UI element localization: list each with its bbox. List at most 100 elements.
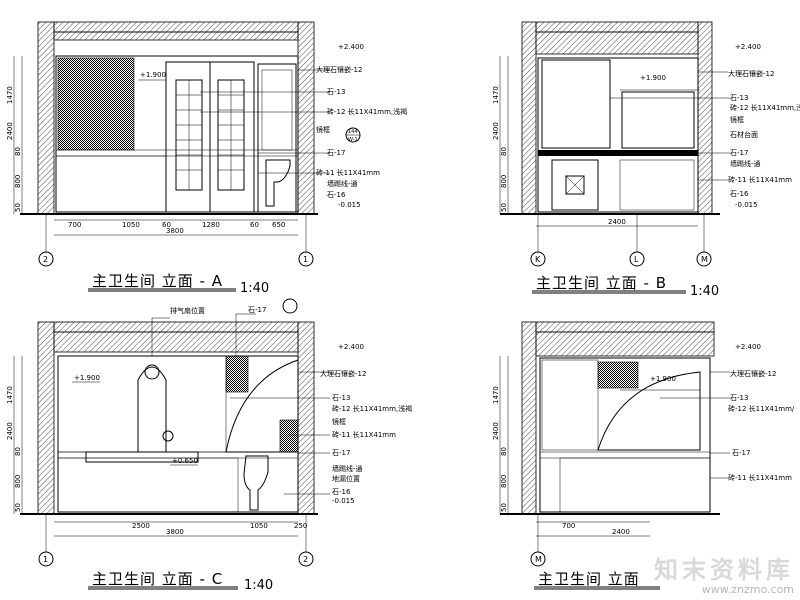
right-wall-section [297,21,315,215]
svg-text:大理石镶嵌-12: 大理石镶嵌-12 [730,369,776,378]
svg-text:800: 800 [500,475,508,488]
svg-text:60: 60 [162,221,171,229]
svg-text:M: M [701,255,708,264]
svg-text:石-13: 石-13 [327,88,345,96]
svg-text:2400: 2400 [608,218,626,226]
svg-text:2500: 2500 [132,522,150,530]
drawing-title: 主卫生间 立面 - A [92,272,223,290]
bathtub-rim [85,451,199,463]
svg-text:石-13: 石-13 [332,394,350,402]
mirror-left [541,59,611,149]
axis-bubble [530,551,546,567]
svg-text:2400: 2400 [6,422,14,440]
svg-text:W-1: W-1 [348,137,358,143]
axis-bubble [530,251,546,267]
svg-text:石-16: 石-16 [327,191,346,199]
svg-text:700: 700 [68,221,81,229]
svg-text:石-13: 石-13 [730,394,748,402]
svg-text:1470: 1470 [6,86,14,104]
drawing-title: 主卫生间 立面 - C [92,570,223,588]
axis-bubble [629,251,645,267]
elevation-b: +1.900 +2.400 -0.015 大理石镶嵌-12 石-13 砖-12 … [492,21,800,299]
svg-text:砖-11 长11X41mm: 砖-11 长11X41mm [728,175,792,184]
svg-text:650: 650 [272,221,285,229]
svg-text:砖-12 长11X41mm,浅褐: 砖-12 长11X41mm,浅褐 [332,404,412,413]
svg-text:石-17: 石-17 [327,149,345,157]
svg-text:+1.900: +1.900 [640,74,666,82]
vanity-cabinet [551,159,599,211]
svg-text:墙踢线-通: 墙踢线-通 [327,179,358,188]
svg-text:144: 144 [348,129,358,135]
svg-text:+2.400: +2.400 [735,343,761,351]
material-labels: 大理石镶嵌-12 石-13 砖-12 长11X41mm,浅褐 镜框 石材台面 石… [610,69,800,198]
drawing-scale: 1:40 [240,281,269,296]
drawing-title: 主卫生间 立面 [538,570,640,588]
mosaic-panel [57,57,135,151]
svg-text:50: 50 [14,203,22,212]
svg-text:石-17: 石-17 [730,149,748,157]
svg-text:-0.015: -0.015 [332,497,355,505]
level-mark: +1.900 [140,71,166,79]
svg-text:2: 2 [43,255,48,264]
svg-text:60: 60 [250,221,259,229]
svg-text:1: 1 [303,255,308,264]
elev-top: +2.400 [338,43,364,51]
svg-text:+2.400: +2.400 [735,43,761,51]
elevation-a: +1.900 +2.400 -0.015 大理石镶嵌-12 石-13 砖-12 … [6,21,407,296]
svg-text:-0.015: -0.015 [735,201,758,209]
mirror-right [621,91,695,149]
svg-text:砖-11 长11X41mm: 砖-11 长11X41mm [332,430,396,439]
svg-text:石-16: 石-16 [332,488,351,496]
svg-text:石-17: 石-17 [332,449,350,457]
material-labels: 大理石镶嵌-12 石-13 砖-12 长11X41mm/ 石-17 砖-11 长… [660,369,795,482]
svg-text:+1.900: +1.900 [74,374,100,382]
svg-text:镜框: 镜框 [316,125,330,134]
svg-text:砖-12 长11X41mm,浅褐: 砖-12 长11X41mm,浅褐 [730,103,800,112]
svg-text:50: 50 [14,503,22,512]
svg-text:2400: 2400 [492,122,500,140]
watermark: 知末资料库 www.znzmo.com [654,550,794,596]
axis-bubble [298,251,314,267]
left-wall-section [37,21,55,215]
svg-text:2: 2 [303,555,308,564]
svg-text:M: M [535,555,542,564]
elevation-d: +1.900 +2.400 大理石镶嵌-12 石-13 砖-12 长11X41m… [492,321,795,590]
svg-text:80: 80 [500,147,508,156]
svg-text:700: 700 [562,522,575,530]
elevation-c: +1.900 +0.650 +2.400 排气扇位置 石-17 大理石镶嵌-12… [6,298,412,593]
axis-bubble [696,251,712,267]
svg-text:80: 80 [500,447,508,456]
svg-text:石-16: 石-16 [730,190,749,198]
svg-text:大理石镶嵌-12: 大理石镶嵌-12 [728,69,774,78]
svg-text:排气扇位置: 排气扇位置 [170,306,205,315]
svg-text:石-17: 石-17 [248,306,266,314]
svg-text:2400: 2400 [612,528,630,536]
svg-text:墙踢线-通: 墙踢线-通 [332,464,363,473]
axis-bubble [38,251,54,267]
vanity-counter [538,150,698,156]
svg-text:大理石镶嵌-12: 大理石镶嵌-12 [320,369,366,378]
svg-text:砖-12 长11X41mm/: 砖-12 长11X41mm/ [728,404,795,413]
svg-text:800: 800 [14,475,22,488]
svg-text:L: L [634,255,639,264]
svg-text:250: 250 [294,522,307,530]
svg-text:墙踢线-通: 墙踢线-通 [730,159,761,168]
svg-text:2400: 2400 [6,122,14,140]
svg-text:80: 80 [14,147,22,156]
svg-text:2400: 2400 [492,422,500,440]
ceiling-soffit [53,31,299,41]
svg-text:+0.650: +0.650 [172,457,198,465]
svg-text:800: 800 [14,175,22,188]
svg-text:+1.900: +1.900 [650,375,676,383]
svg-text:50: 50 [500,503,508,512]
svg-text:1050: 1050 [250,522,268,530]
arched-mirror [137,366,167,452]
svg-text:石-13: 石-13 [730,94,748,102]
svg-text:3800: 3800 [166,227,184,235]
svg-text:镜框: 镜框 [730,115,744,124]
svg-text:砖-11 长11X41mm: 砖-11 长11X41mm [728,473,792,482]
svg-text:砖-12 长11X41mm,浅褐: 砖-12 长11X41mm,浅褐 [327,107,407,116]
svg-text:1470: 1470 [6,386,14,404]
material-labels: 排气扇位置 石-17 大理石镶嵌-12 石-13 砖-12 长11X41mm,浅… [151,298,412,505]
